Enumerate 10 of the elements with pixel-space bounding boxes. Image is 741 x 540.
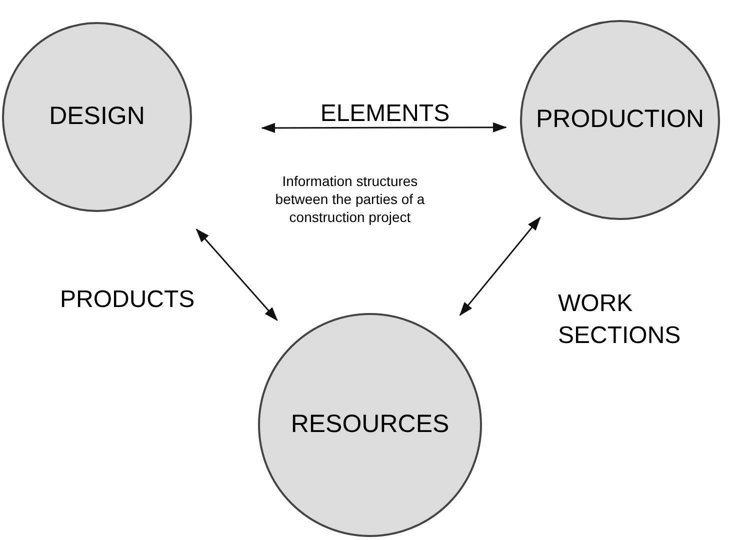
edge-label: WORK SECTIONS — [558, 289, 682, 352]
double-arrow — [261, 122, 507, 133]
double-arrow — [196, 228, 278, 321]
edge-label: PRODUCTS — [60, 285, 196, 315]
edge-label: ELEMENTS — [319, 99, 451, 129]
node-label: PRODUCTION — [536, 104, 704, 136]
double-arrow — [459, 216, 541, 316]
node-label: DESIGN — [49, 101, 145, 132]
note-text: Information structures between the parties of a construction project — [274, 172, 426, 227]
node-label: RESOURCES — [290, 409, 450, 440]
